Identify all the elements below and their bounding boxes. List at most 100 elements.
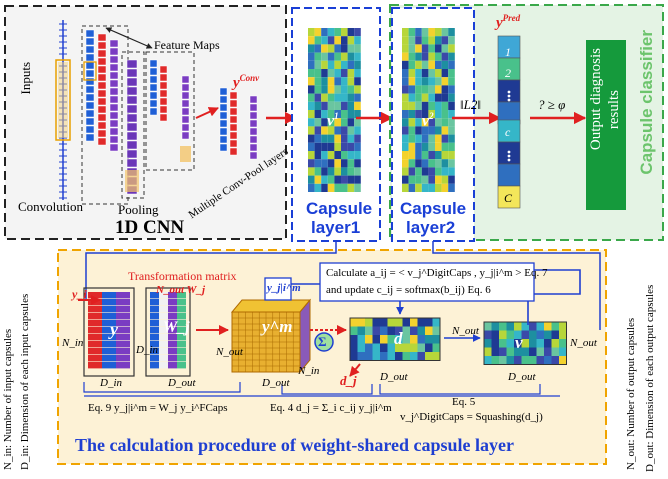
grid-cell [327,118,335,127]
v-cell [506,330,514,339]
grid-cell [308,36,315,45]
grid-cell [402,36,409,45]
matrix-cell [88,334,95,341]
grid-cell [435,36,442,45]
grid-cell [408,175,416,184]
grid-cell [314,60,322,69]
v-cell [499,339,507,348]
conv-cell-purple [109,143,119,152]
v-cell [544,356,552,365]
grid-cell [334,183,341,192]
grid-cell [435,151,442,160]
grid-cell [441,52,449,61]
grid-cell [314,183,322,192]
grid-cell [441,151,449,160]
grid-cell [408,101,416,110]
grid-cell [448,36,455,45]
matrix-cell [150,292,159,299]
convout-cell-red [229,115,238,124]
grid-cell [308,134,315,143]
grid-cell [428,167,435,176]
grid-cell [347,85,355,94]
matrix-cell [168,327,177,334]
v-cell [529,330,537,339]
grid-cell [435,60,442,69]
grid-cell [428,151,435,160]
grid-cell [314,126,322,135]
convout-cell-blue [219,143,228,152]
matrix-cell [88,306,95,313]
grid-cell [441,142,449,151]
conv-cell-red [97,137,107,146]
grid-cell [441,93,449,102]
grid-cell [448,93,455,102]
eq4-label: Eq. 4 d_j = Σ_i c_ij y_j|i^m [270,402,392,414]
matrix-cell [116,341,123,348]
grid-cell [435,167,442,176]
grid-cell [402,28,409,37]
output-label-line2: results [606,90,622,130]
d-cell [357,343,365,352]
grid-cell [441,167,449,176]
matrix-cell [109,320,116,327]
d-cell [425,326,433,335]
grid-cell [327,60,335,69]
fmap-cell-red [159,73,168,82]
d-label: d [394,329,403,348]
grid-cell [354,126,361,135]
grid-cell [354,159,361,168]
conv-cell-red [97,113,107,122]
grid-cell [421,183,429,192]
grid-cell [308,101,315,110]
grid-cell [308,60,315,69]
grid-cell [402,77,409,86]
convout-cell-red [229,139,238,148]
v-cell [551,330,559,339]
conv-cell-purple [109,55,119,64]
feature-maps-box [145,51,195,171]
fmap-cell-blue [149,75,158,84]
grid-cell [408,159,416,168]
grid-cell [428,110,435,119]
v-cell [514,322,522,331]
v-cell [506,339,514,348]
pool-cell [126,86,138,96]
eq4-bracket [281,384,373,395]
v-cell [484,347,492,356]
grid-cell [308,183,315,192]
grid-cell [341,151,348,160]
conv-cell-blue [85,53,95,62]
grid-cell [327,159,335,168]
matrix-cell [116,299,123,306]
conv-cell-blue [85,93,95,102]
pred-dot [507,150,511,154]
grid-cell [415,118,422,127]
fmap-cell-red [159,97,168,106]
d-cell [380,318,388,327]
fmap-cell-blue [149,67,158,76]
grid-cell [421,93,429,102]
grid-cell [402,159,409,168]
grid-cell [402,167,409,176]
grid-cell [308,159,315,168]
pred-dot [507,90,511,94]
pooling-feature-column [121,51,145,199]
grid-cell [402,93,409,102]
v-cell [491,347,499,356]
conv-cell-blue [85,85,95,94]
matrix-cell [109,327,116,334]
matrix-cell [102,313,109,320]
grid-cell [334,69,341,78]
d-cell [410,343,418,352]
grid-cell [402,118,409,127]
grid-cell [354,101,361,110]
grid-cell [347,110,355,119]
procedure-title: The calculation procedure of weight-shar… [75,435,514,455]
grid-cell [448,52,455,61]
matrix-cell [116,320,123,327]
matrix-cell [177,299,186,306]
d-cell [372,326,380,335]
grid-cell [354,52,361,61]
convout-cell-red [229,99,238,108]
